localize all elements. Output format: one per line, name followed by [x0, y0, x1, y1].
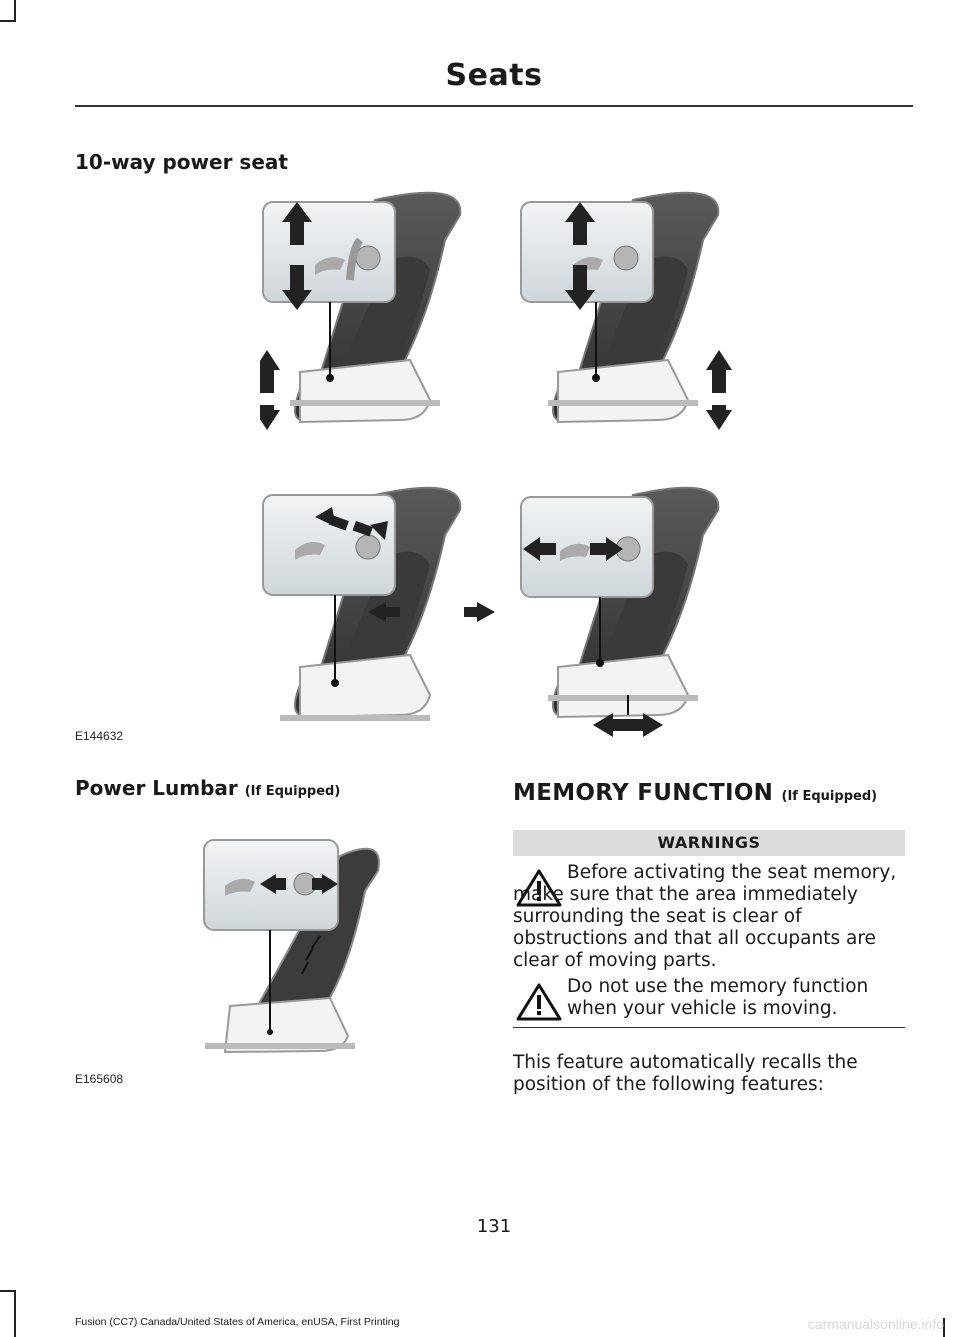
- memory-intro-text: This feature automatically recalls the p…: [513, 1052, 858, 1095]
- warnings-divider: [513, 1027, 905, 1028]
- warning-triangle-icon: [516, 869, 562, 907]
- power-lumbar-illustration: [203, 839, 380, 1054]
- power-seat-illustration: [260, 191, 732, 737]
- warnings-heading: WARNINGS: [513, 830, 905, 856]
- section-heading-memory: MEMORY FUNCTION (If Equipped): [513, 780, 878, 806]
- section-heading-lumbar: Power Lumbar (If Equipped): [75, 776, 341, 800]
- warning-text: Before activating the seat memory, make …: [513, 862, 897, 971]
- warning-text: Do not use the memory function when your…: [567, 976, 869, 1019]
- crop-mark: [14, 0, 16, 22]
- page-title: Seats: [445, 58, 543, 93]
- section-heading-power-seat: 10-way power seat: [75, 150, 288, 174]
- seat-fore-aft-diagram: [520, 486, 720, 737]
- figure-code: E144632: [75, 729, 124, 743]
- crop-mark: [943, 1318, 945, 1337]
- crop-mark: [0, 1290, 16, 1292]
- figure-code: E165608: [75, 1072, 124, 1086]
- page-number: 131: [476, 1216, 512, 1237]
- footer-text: Fusion (CC7) Canada/United States of Ame…: [75, 1316, 400, 1328]
- seat-height-diagram: [260, 191, 462, 430]
- warning-triangle-icon: [516, 983, 562, 1021]
- seat-recline-diagram: [262, 486, 495, 721]
- crop-mark: [0, 20, 16, 22]
- header-divider: [75, 105, 913, 107]
- watermark: carmanualsonline.info: [807, 1316, 944, 1332]
- seat-tilt-diagram: [520, 191, 732, 430]
- crop-mark: [14, 1290, 16, 1337]
